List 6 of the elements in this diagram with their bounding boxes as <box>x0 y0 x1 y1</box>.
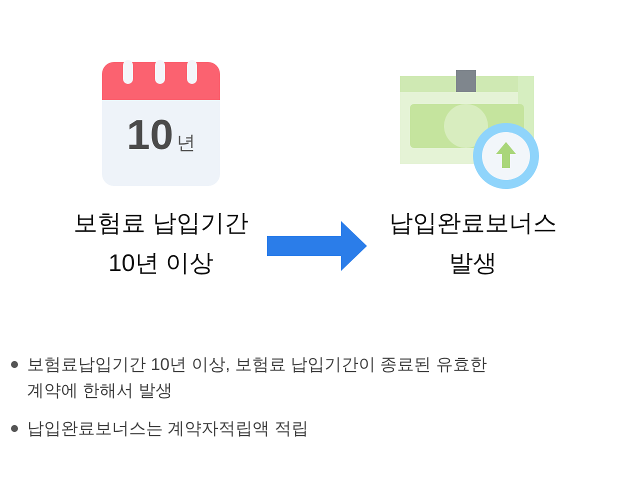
step-caption: 보험료 납입기간 10년 이상 <box>72 209 250 279</box>
step-caption: 납입완료보너스 발생 <box>388 209 558 279</box>
year-unit: 년 <box>176 133 196 155</box>
note-text: 보험료납입기간 10년 이상, 보험료 납입기간이 종료된 유효한 계약에 한해서 발생 <box>27 354 488 402</box>
year-number: 10 <box>126 112 174 158</box>
note-text: 납입완료보너스는 계약자적립액 적립 <box>27 418 310 440</box>
